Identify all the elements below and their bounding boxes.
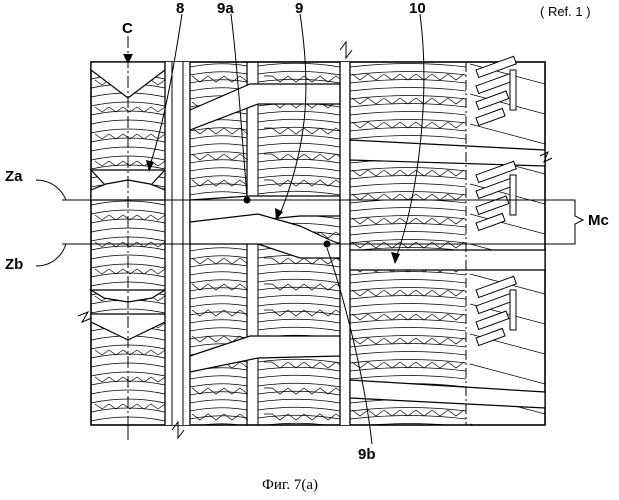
middle-arc [190, 256, 247, 259]
middle-arc [190, 192, 247, 195]
middle-arc [258, 375, 340, 379]
shoulder-zigzag [352, 194, 464, 200]
shoulder-arc [350, 352, 466, 356]
label-9a: 9a [217, 0, 234, 17]
label-9: 9 [295, 0, 303, 17]
middle-arc [190, 168, 247, 171]
middle-arc [190, 144, 247, 147]
middle-arc [258, 399, 340, 403]
middle-arc [258, 279, 340, 283]
shoulder-arc [350, 208, 466, 212]
middle-zigzag [192, 258, 344, 264]
middle-arc [190, 152, 247, 155]
middle-arc [258, 415, 340, 419]
middle-arc [190, 272, 247, 275]
middle-arc [258, 359, 340, 363]
shoulder-diagonal [470, 364, 545, 384]
shoulder-diagonal [470, 124, 545, 144]
shoulder-zigzag [352, 410, 464, 416]
middle-arc [258, 119, 340, 123]
middle-arc [190, 264, 247, 267]
shoulder-zigzag [352, 314, 464, 320]
comb-sipe [476, 196, 509, 214]
middle-arc [190, 376, 247, 379]
shoulder-zigzag [352, 290, 464, 296]
shoulder-arc [350, 64, 466, 68]
middle-arc [190, 296, 247, 299]
middle-arc [258, 311, 340, 315]
label-zb: Zb [5, 256, 23, 273]
middle-arc [258, 303, 340, 307]
label-c: C [122, 20, 133, 37]
middle-arc [190, 160, 247, 163]
middle-arc [190, 320, 247, 323]
shoulder-zigzag [352, 170, 464, 176]
shoulder-comb-sipes [476, 56, 516, 345]
middle-arc [190, 176, 247, 179]
middle-arc [258, 295, 340, 299]
middle-arc [258, 319, 340, 323]
shoulder-arc [350, 88, 466, 92]
middle-arc [190, 136, 247, 139]
label-8: 8 [176, 0, 184, 17]
figure-caption: Фиг. 7(a) [262, 477, 318, 494]
shoulder-zigzag [352, 74, 464, 80]
middle-arc [258, 175, 340, 179]
middle-arc [190, 400, 247, 403]
comb-sipe [476, 213, 505, 230]
middle-arc [190, 384, 247, 387]
middle-arc [258, 135, 340, 139]
shoulder-arc [350, 304, 466, 308]
comb-spine [510, 70, 516, 110]
shoulder-zigzag [352, 242, 464, 248]
middle-arc [258, 167, 340, 171]
point-9b [324, 241, 331, 248]
middle-arc [190, 72, 247, 75]
label-10: 10 [409, 0, 426, 17]
middle-arc [258, 271, 340, 275]
middle-arc [190, 248, 247, 251]
label-mc: Mc [588, 212, 609, 229]
middle-arc [258, 71, 340, 75]
comb-sipe [476, 311, 509, 329]
shoulder-arc [350, 112, 466, 116]
middle-arc [190, 304, 247, 307]
shoulder-arc [350, 136, 466, 140]
comb-sipe [476, 108, 505, 125]
shoulder-arc [350, 280, 466, 284]
middle-arc [190, 328, 247, 331]
shoulder-zigzag [352, 338, 464, 344]
middle-arc [190, 64, 247, 67]
comb-spine [510, 290, 516, 330]
middle-arc [258, 327, 340, 331]
shoulder-arc [350, 232, 466, 236]
middle-arc [258, 191, 340, 195]
middle-arc [258, 111, 340, 115]
middle-arc [258, 383, 340, 387]
middle-arc [190, 280, 247, 283]
shoulder-zigzag [352, 122, 464, 128]
label-9b: 9b [358, 446, 376, 463]
middle-arc [190, 408, 247, 411]
shoulder-diagonal [470, 424, 545, 444]
reference-label: ( Ref. 1 ) [540, 4, 591, 19]
middle-arc [258, 63, 340, 67]
middle-arc [258, 407, 340, 411]
middle-arc [258, 143, 340, 147]
shoulder-arc [350, 184, 466, 188]
comb-spine [510, 175, 516, 215]
comb-sipe [476, 328, 505, 345]
shoulder-zigzag [352, 98, 464, 104]
point-9a [244, 197, 251, 204]
shoulder-zigzag [352, 362, 464, 368]
shoulder-arc [350, 376, 466, 380]
middle-zigzag [192, 154, 344, 160]
label-za: Za [5, 168, 23, 185]
shoulder-arc [350, 328, 466, 332]
comb-sipe [476, 91, 509, 109]
